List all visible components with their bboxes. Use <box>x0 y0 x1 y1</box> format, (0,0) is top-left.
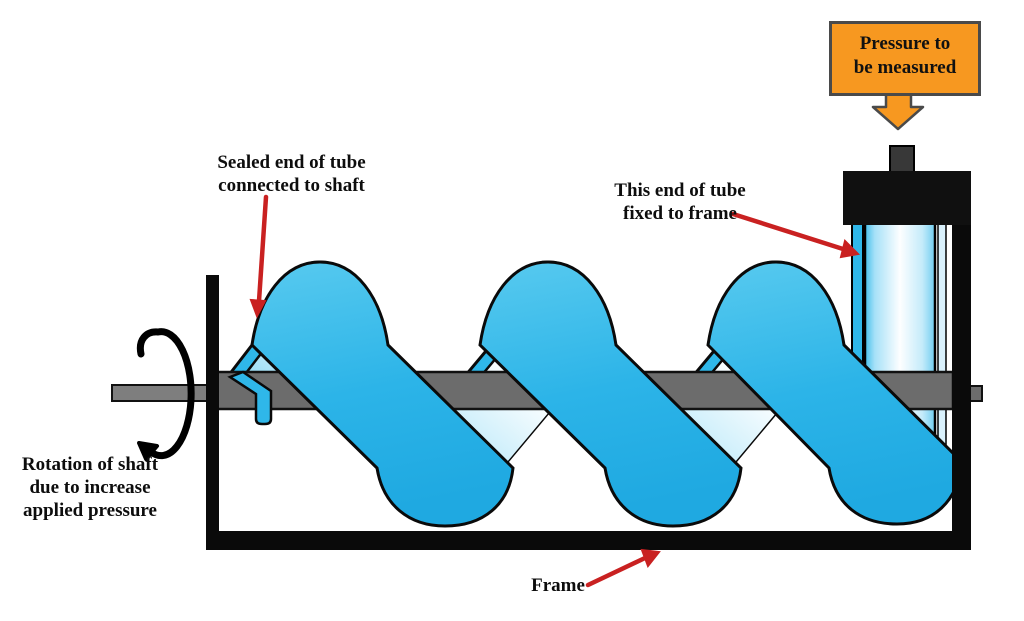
frame-left-post <box>206 275 219 550</box>
frame-bottom-bar <box>206 531 971 550</box>
fixed-end-label: This end of tube fixed to frame <box>594 179 766 225</box>
tube-front-strands <box>250 260 964 528</box>
callout-arrows <box>249 194 861 588</box>
sealed-end-label-line: Sealed end of tube <box>217 152 366 173</box>
frame-label-text: Frame <box>531 575 585 596</box>
sealed-end-connector <box>227 370 273 426</box>
frame-arrow <box>585 548 661 588</box>
frame-label: Frame <box>518 574 598 597</box>
pressure-callout-box: Pressure to be measured <box>829 21 981 96</box>
pressure-callout-line: Pressure to <box>859 33 951 54</box>
tube-front-strand <box>478 260 743 528</box>
rotation-label: Rotation of shaft due to increase applie… <box>6 453 174 522</box>
fixed-end-label-line: This end of tube <box>614 180 746 201</box>
rotation-arrow-icon <box>136 328 195 461</box>
sealed-end-arrow <box>249 194 269 319</box>
frame-bracket <box>206 171 971 550</box>
tube-front-strand <box>706 260 964 526</box>
rotation-label-line: due to increase <box>29 477 151 498</box>
fixed-end-arrow <box>730 211 861 259</box>
cap-block <box>843 171 971 225</box>
tube-front-strand <box>250 260 515 528</box>
shaft-left-stub <box>111 384 213 402</box>
pressure-callout-line: be measured <box>853 57 957 78</box>
rotation-label-line: Rotation of shaft <box>21 454 159 475</box>
rotation-label-line: applied pressure <box>23 500 157 521</box>
tube-clamp-cap <box>843 145 971 225</box>
sealed-end-label: Sealed end of tube connected to shaft <box>204 151 379 197</box>
frame-right-post <box>952 171 971 550</box>
sealed-end-label-line: connected to shaft <box>218 175 365 196</box>
fixed-end-label-line: fixed to frame <box>623 203 737 224</box>
